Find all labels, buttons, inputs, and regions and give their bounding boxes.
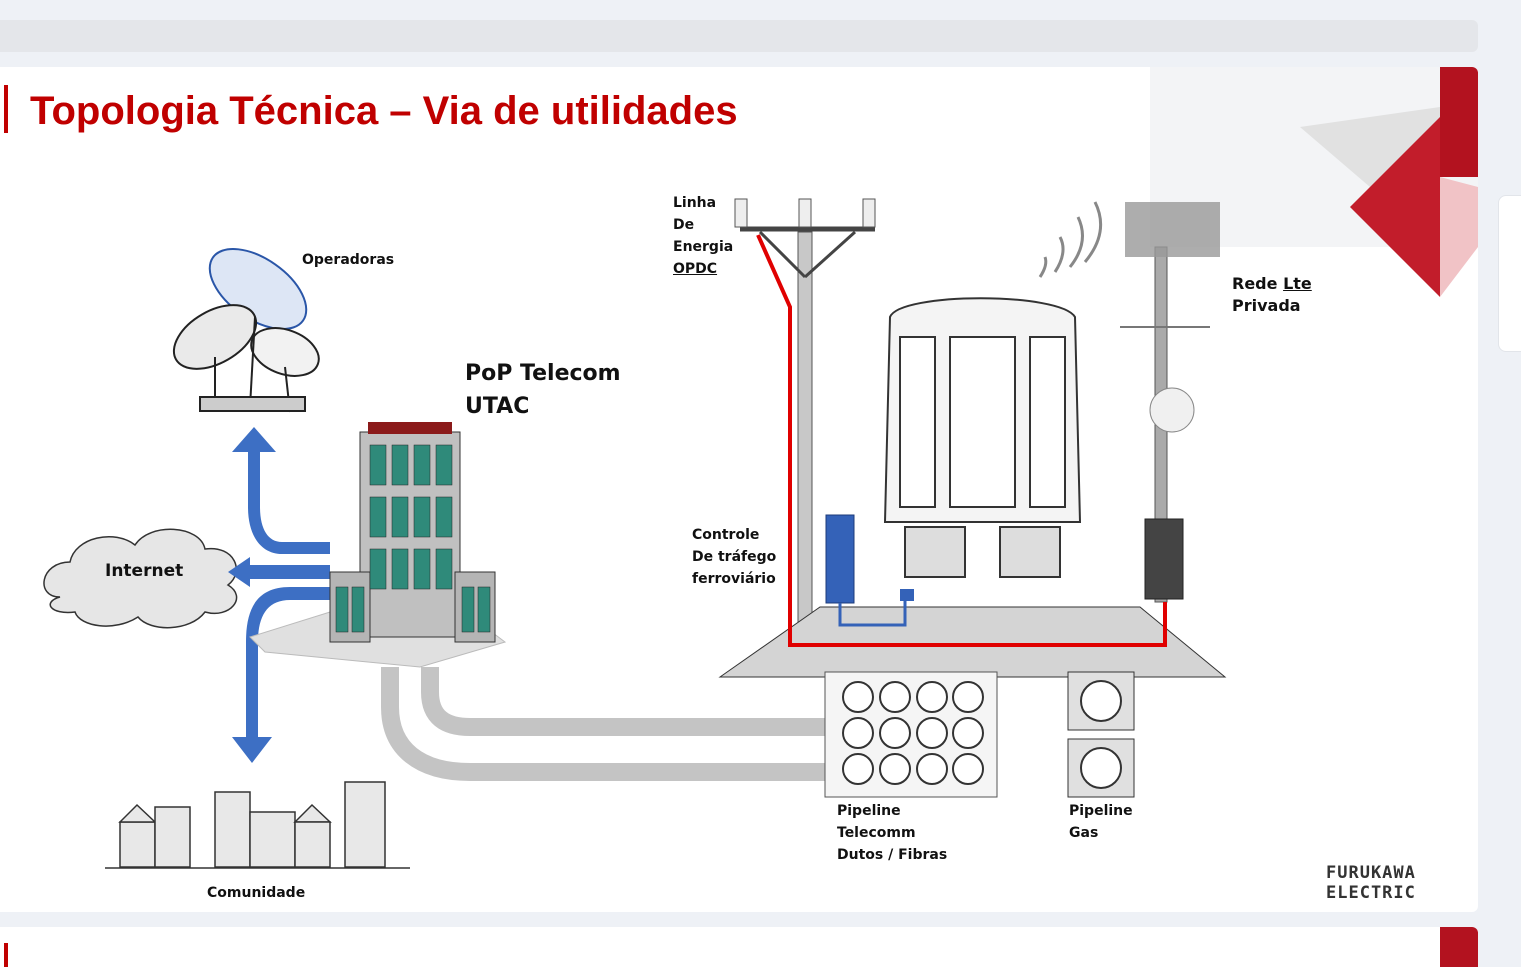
next-slide-accent-bar: [4, 943, 8, 967]
telecomm-line-1: Pipeline: [837, 803, 901, 819]
community-buildings-icon: [105, 781, 410, 869]
next-slide-corner-decoration: [1440, 927, 1478, 967]
telecomm-duct-bank-icon: [824, 671, 998, 798]
corner-decoration: [1150, 67, 1478, 297]
comunidade-label: Comunidade: [207, 885, 306, 901]
rede-word: Rede: [1232, 274, 1278, 293]
gas-line-2: Gas: [1069, 825, 1099, 841]
topology-diagram: [43, 67, 1478, 869]
internet-label: Internet: [105, 561, 184, 581]
pipeline-gas-label: Pipeline Gas: [1069, 800, 1133, 844]
linha-line-1: Linha: [673, 195, 717, 211]
connection-arrows: [228, 427, 330, 763]
slide-title: Topologia Técnica – Via de utilidades: [30, 89, 738, 133]
controle-trafego-label: Controle De tráfego ferroviário: [692, 524, 776, 590]
signal-waves-icon: [1038, 201, 1103, 278]
lte-tower-icon: [1120, 202, 1220, 603]
linha-energia-label: Linha De Energia OPDC: [673, 192, 733, 280]
pop-line-2: UTAC: [465, 394, 530, 419]
linha-line-3: Energia: [673, 239, 734, 255]
title-accent-bar: [4, 85, 8, 133]
traffic-control-cabinet-icon: [825, 514, 914, 627]
fiber-ducts: [381, 667, 825, 781]
side-panel-handle[interactable]: [1498, 195, 1521, 352]
rail-ballast: [718, 606, 1227, 678]
furukawa-logo: FURUKAWA ELECTRIC: [1326, 863, 1416, 903]
pop-telecom-label: PoP Telecom UTAC: [465, 357, 621, 423]
controle-line-2: De tráfego: [692, 549, 777, 565]
power-pole-icon: [734, 198, 876, 653]
rede-line-2: Privada: [1232, 296, 1301, 315]
telecomm-line-2: Telecomm: [837, 825, 916, 841]
pipeline-telecomm-label: Pipeline Telecomm Dutos / Fibras: [837, 800, 947, 866]
slide-panel[interactable]: Topologia Técnica – Via de utilidades Op…: [0, 67, 1478, 912]
controle-line-1: Controle: [692, 527, 760, 543]
satellite-dishes-icon: [172, 248, 320, 413]
logo-line-1: FURUKAWA: [1326, 863, 1416, 883]
internet-cloud-icon: [43, 528, 238, 629]
top-toolbar-strip: [0, 20, 1478, 52]
train-wagon-icon: [883, 297, 1082, 578]
pop-line-1: PoP Telecom: [465, 361, 621, 386]
operadoras-label: Operadoras: [302, 252, 395, 268]
linha-line-4: OPDC: [673, 261, 718, 277]
lte-word: Lte: [1283, 274, 1312, 293]
next-slide-panel[interactable]: [0, 927, 1478, 967]
gas-pipeline-icon: [1067, 671, 1135, 798]
rede-lte-label: Rede Lte Privada: [1232, 273, 1312, 317]
linha-line-2: De: [673, 217, 695, 233]
gas-line-1: Pipeline: [1069, 803, 1133, 819]
power-cable: [756, 234, 1167, 647]
pop-building-icon: [249, 422, 507, 668]
telecomm-line-3: Dutos / Fibras: [837, 847, 948, 863]
controle-line-3: ferroviário: [692, 571, 776, 587]
logo-line-2: ELECTRIC: [1326, 883, 1416, 903]
